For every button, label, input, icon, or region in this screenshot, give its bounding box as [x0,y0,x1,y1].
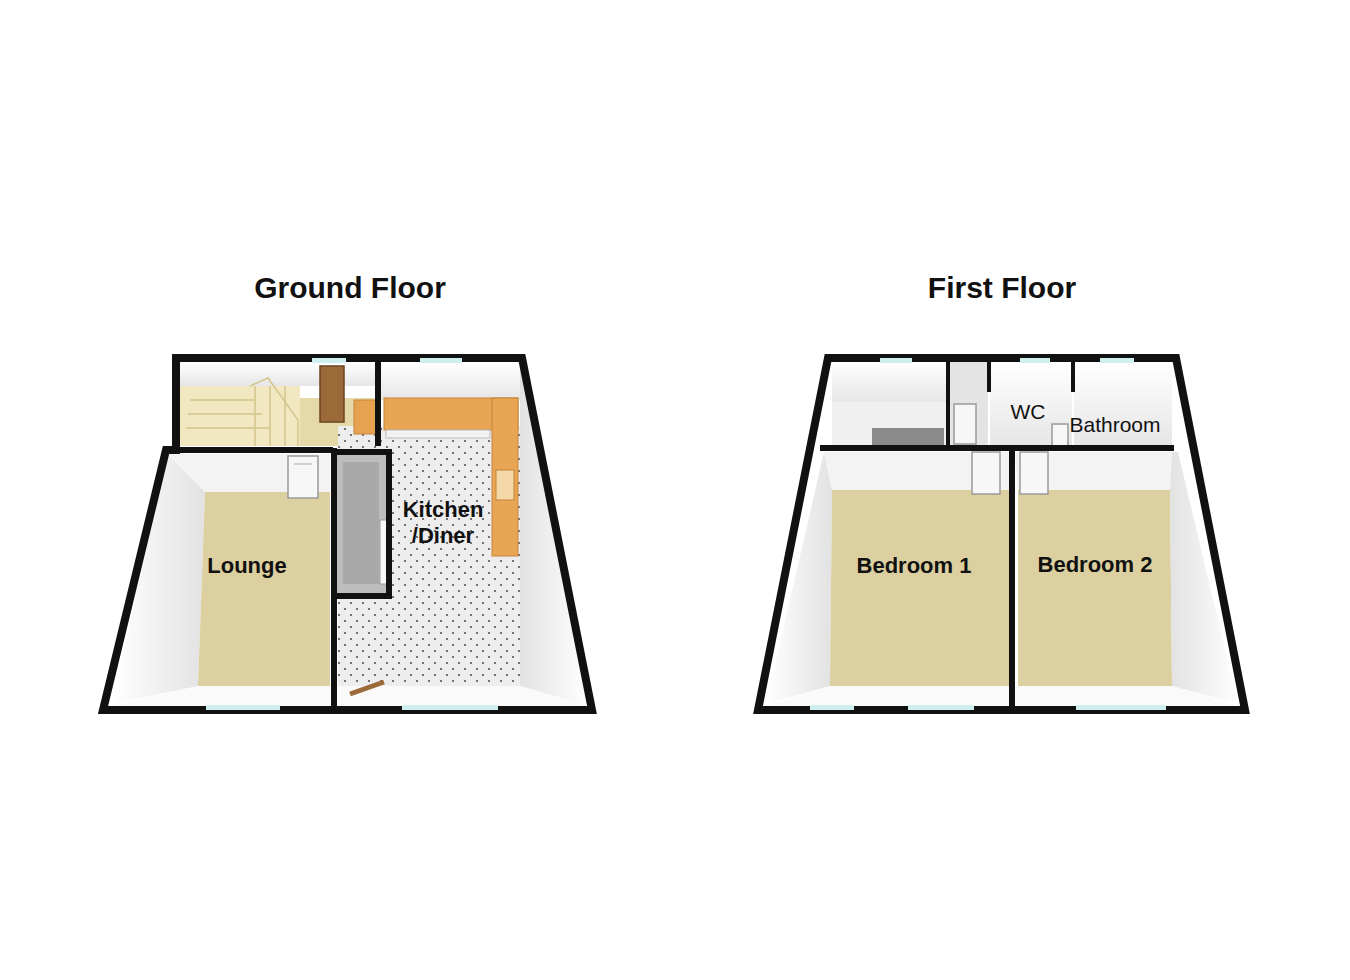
bedroom2-front-wall [1015,686,1238,706]
lounge-floor [198,492,330,686]
hall-counter [354,400,378,434]
lounge-door [288,456,318,498]
lounge-front-wall [112,686,330,706]
front-door [350,682,384,694]
room-name: Lounge [207,553,286,579]
floor-plan: Ground FloorLounge Kitchen /Diner [105,270,595,712]
first-windows [810,358,1166,710]
bedroom1-front-wall [766,686,1009,706]
first-outer-wall [758,358,1245,710]
room-label: Bedroom 2 [1034,549,1157,582]
room-label: WC [1007,396,1050,428]
hall-door [320,366,344,422]
cupboard [337,452,387,594]
kitchen-back-wall [380,362,520,400]
first-shell [758,358,1245,710]
bedroom2-floor [1018,490,1172,686]
cupboard-inner [343,462,379,584]
room-name: Kitchen /Diner [389,497,497,550]
bedroom1-floor [830,490,1009,686]
kitchen-unit-front [386,430,490,438]
floor-plan: First FloorBedroom 1 Bedroom 2 WC Bathroom [758,270,1246,712]
room-label: Bedroom 1 [853,550,976,583]
floor-heading: Ground Floor [105,270,595,306]
stairs-floor [178,386,300,446]
stair-steps [186,378,298,446]
first-floor-drawing [758,358,1245,710]
room-name: Bedroom 1 [857,553,972,579]
room-name: Bedroom 2 [1038,552,1153,578]
first-inner-walls [820,358,1174,710]
room-name: WC [1011,399,1046,424]
ground-windows [206,358,498,710]
floor-heading: First Floor [758,270,1246,306]
room-label: Bathroom [1065,409,1165,441]
ground-floor-drawing [103,358,592,710]
kitchen-counter-side [492,398,518,556]
wc-room [990,362,1072,446]
room-name: Bathroom [1069,412,1160,437]
kitchen-sink [496,470,514,500]
room-label: Lounge [203,550,291,583]
ground-inner-walls [166,358,389,710]
room-label: Kitchen /Diner [389,494,497,553]
kitchen-front-wall [338,686,588,706]
cupboard-upper [950,362,988,446]
ground-outer-wall [103,358,592,710]
landing-void [872,428,944,446]
lounge-door-detail [294,464,312,465]
landing-back-wall [832,362,946,402]
landing-floor [832,402,946,446]
stair-back-wall [180,362,376,386]
ground-shell [103,358,592,710]
